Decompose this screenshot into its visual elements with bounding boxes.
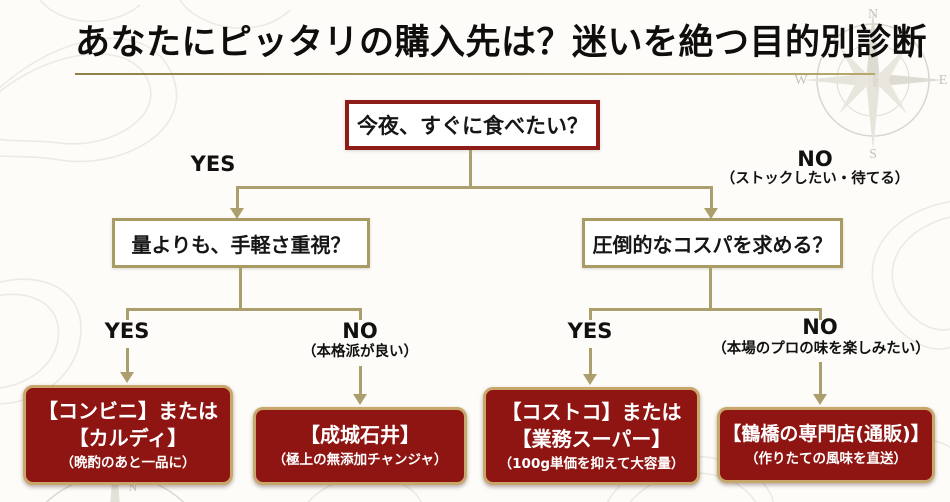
compass-s-label: S <box>869 147 877 162</box>
right-no-note: （本場のプロの味を楽しみたい） <box>712 341 930 357</box>
result-line: 【鶴橋の専門店(通販)】 <box>722 423 930 446</box>
result-line: 【カルディ】 <box>68 425 188 450</box>
arrow-to-result-tsuruhashi <box>813 394 827 405</box>
connector-right-no-shaft <box>819 362 822 394</box>
connector-root-down <box>469 150 472 188</box>
result-note: （晩酌のあと一品に） <box>60 454 196 471</box>
left-no-note: （本格派が良い） <box>302 344 418 360</box>
left-question-box: 量よりも、手軽さ重視？ <box>112 218 370 268</box>
result-note: （100g単価を抑えて大容量） <box>498 455 685 472</box>
arrow-to-right-question <box>704 208 718 219</box>
page-title: あなたにピッタリの購入先は？迷いを絶つ目的別診断 <box>75 23 928 62</box>
connector-level1-horizontal <box>236 186 713 189</box>
connector-right-down <box>709 268 712 308</box>
right-yes-label: YES <box>567 319 613 343</box>
connector-right-horizontal <box>589 308 822 311</box>
result-line: 【業務スーパー】 <box>511 426 672 451</box>
arrow-to-result-konbini <box>120 372 134 383</box>
connector-left-yes-shaft <box>126 348 129 374</box>
result-line: 【コンビニ】または <box>38 398 218 423</box>
compass-w-label: W <box>794 73 808 88</box>
left-no-label: NO <box>342 319 378 343</box>
connector-right-yes-shaft <box>589 348 592 374</box>
right-question-text: 圧倒的なコスパを求める？ <box>592 232 833 257</box>
right-question-box: 圧倒的なコスパを求める？ <box>582 218 843 268</box>
left-question-text: 量よりも、手軽さ重視？ <box>131 232 351 257</box>
connector-right-yes-tick <box>589 308 592 320</box>
root-question-text: 今夜、すぐに食べたい？ <box>357 114 588 138</box>
result-box-costco-gyomu: 【コストコ】または 【業務スーパー】 （100g単価を抑えて大容量） <box>483 387 700 485</box>
branch-yes-label: YES <box>190 152 236 176</box>
left-yes-label: YES <box>104 319 150 343</box>
connector-left-yes-tick <box>126 308 129 320</box>
result-box-tsuruhashi: 【鶴橋の専門店(通販)】 （作りたての風味を直送） <box>717 407 935 483</box>
root-question-box: 今夜、すぐに食べたい？ <box>345 100 600 150</box>
connector-left-no-shaft <box>359 366 362 396</box>
result-note: （極上の無添加チャンジャ） <box>272 452 448 469</box>
connector-left-no-tick <box>359 308 362 320</box>
result-line: 【成城石井】 <box>300 423 420 448</box>
connector-right1-shaft <box>710 186 713 210</box>
arrow-to-result-seijoishii <box>353 394 367 405</box>
right-no-label: NO <box>802 315 838 339</box>
arrow-to-left-question <box>230 208 244 219</box>
result-note: （作りたての風味を直送） <box>745 450 907 467</box>
branch-no-note: （ストックしたい・待てる） <box>720 171 910 187</box>
title-underline <box>75 73 875 75</box>
arrow-to-result-costco <box>583 374 597 385</box>
compass-e-label: E <box>939 73 948 88</box>
result-line: 【コストコ】または <box>501 399 682 424</box>
result-box-seijoishii: 【成城石井】 （極上の無添加チャンジャ） <box>253 407 467 485</box>
connector-right-no-tick <box>819 308 822 320</box>
connector-left1-shaft <box>236 186 239 210</box>
branch-no-label: NO <box>797 147 833 171</box>
connector-left-down <box>239 268 242 308</box>
connector-left-horizontal <box>126 308 362 311</box>
result-box-konbini-kaldi: 【コンビニ】または 【カルディ】 （晩酌のあと一品に） <box>23 385 233 485</box>
